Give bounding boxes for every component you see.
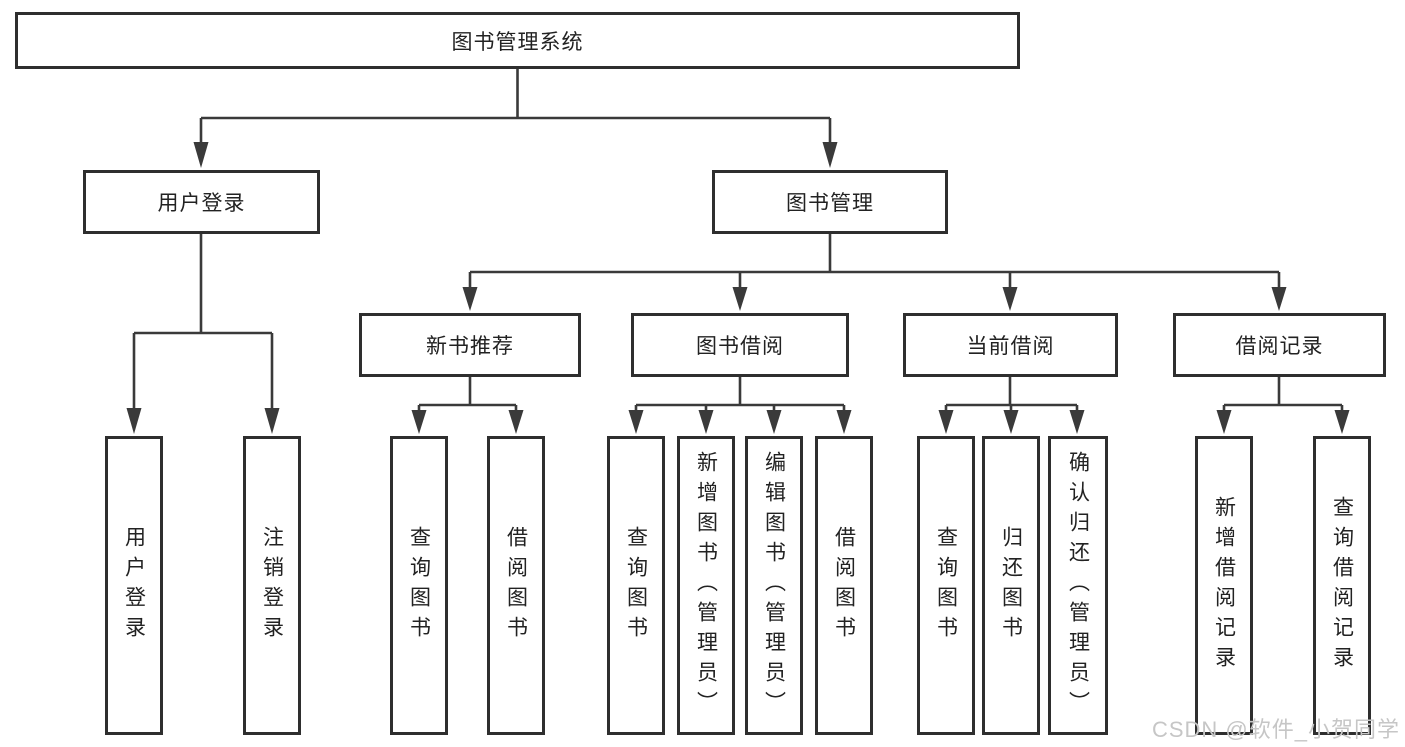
node-current-borrow-label: 当前借阅 [966,335,1055,358]
leaf-bb-query-book: 查询图书 [607,436,665,735]
leaf-cb-return-book: 归还图书 [982,436,1040,735]
node-root-system: 图书管理系统 [15,12,1020,69]
leaf-nbr-borrow-book-label: 借阅图书 [504,525,528,646]
node-book-borrow-label: 图书借阅 [696,335,784,358]
edge-borrow-record-children [1222,377,1344,413]
leaf-nbr-borrow-book: 借阅图书 [487,436,545,735]
edge-root-to-level2 [199,69,832,144]
node-borrow-record: 借阅记录 [1173,313,1386,377]
arrowheads [126,142,1350,434]
node-book-management-label: 图书管理 [786,192,874,215]
leaf-bb-borrow-book-label: 借阅图书 [832,525,856,646]
leaf-bb-add-book-admin-label: 新增图书（管理员） [694,450,718,721]
leaf-cb-confirm-return-admin: 确认归还（管理员） [1048,436,1108,735]
leaf-cb-query-book: 查询图书 [917,436,975,735]
leaf-logout: 注销登录 [243,436,301,735]
leaf-br-query-record: 查询借阅记录 [1313,436,1371,735]
leaf-bb-edit-book-admin-label: 编辑图书（管理员） [762,450,786,721]
leaf-bb-query-book-label: 查询图书 [624,525,648,646]
leaf-user-login-label: 用户登录 [122,525,146,646]
leaf-nbr-query-book-label: 查询图书 [407,525,431,646]
node-root-label: 图书管理系统 [451,30,584,54]
node-current-borrow: 当前借阅 [903,313,1118,377]
leaf-br-add-record-label: 新增借阅记录 [1212,495,1236,676]
csdn-watermark: CSDN @软件_小贺同学 [1151,717,1400,742]
node-borrow-record-label: 借阅记录 [1235,335,1324,358]
leaf-nbr-query-book: 查询图书 [390,436,448,735]
node-user-login-label: 用户登录 [157,192,246,215]
leaf-br-add-record: 新增借阅记录 [1195,436,1253,735]
leaf-bb-borrow-book: 借阅图书 [815,436,873,735]
leaf-bb-add-book-admin: 新增图书（管理员） [677,436,735,735]
leaf-br-query-record-label: 查询借阅记录 [1330,495,1354,676]
leaf-cb-query-book-label: 查询图书 [934,525,958,646]
edge-new-book-children [417,377,518,413]
leaf-logout-label: 注销登录 [260,525,284,646]
node-book-management: 图书管理 [712,170,948,234]
leaf-user-login: 用户登录 [105,436,163,735]
leaf-cb-return-book-label: 归还图书 [999,525,1023,646]
node-new-book-recommend: 新书推荐 [359,313,581,377]
edge-current-borrow-children [944,377,1079,413]
edge-book-mgmt-children [468,234,1281,290]
edge-user-login-children [132,234,274,410]
node-new-book-recommend-label: 新书推荐 [426,335,514,358]
node-book-borrow: 图书借阅 [631,313,849,377]
leaf-cb-confirm-return-admin-label: 确认归还（管理员） [1066,450,1090,721]
leaf-bb-edit-book-admin: 编辑图书（管理员） [745,436,803,735]
node-user-login: 用户登录 [83,170,320,234]
edge-book-borrow-children [634,377,846,413]
